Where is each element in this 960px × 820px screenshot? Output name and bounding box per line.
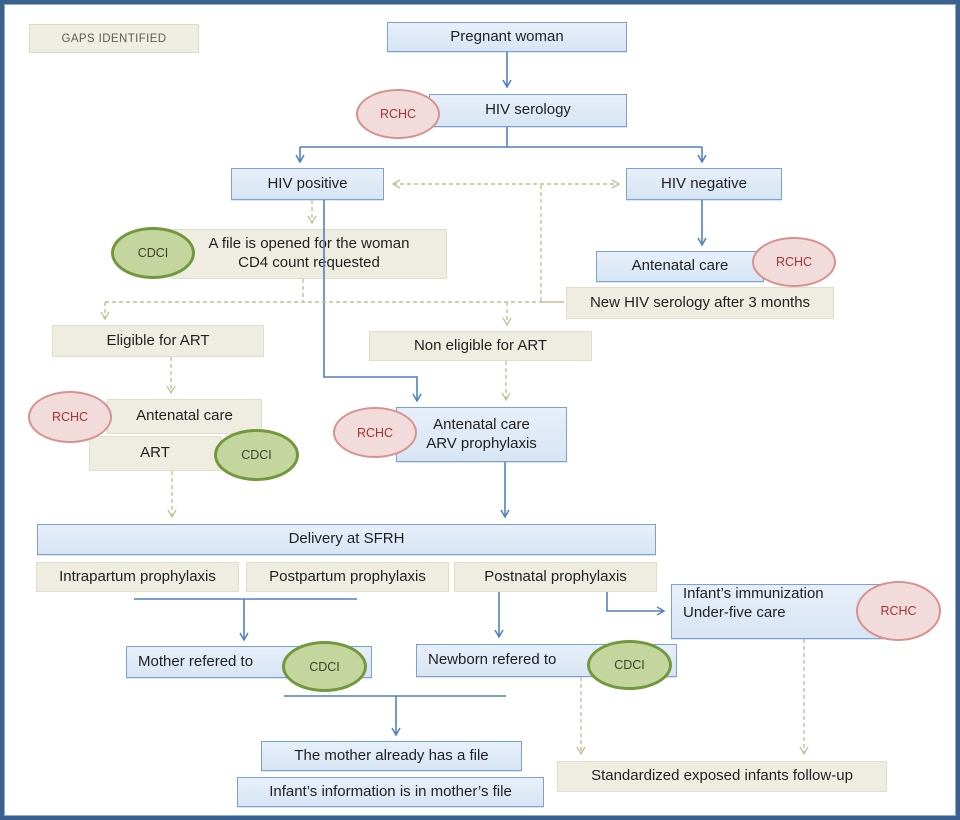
node-standardized-followup: Standardized exposed infants follow-up [557,761,887,792]
node-intrapartum-prophylaxis: Intrapartum prophylaxis [36,562,239,592]
cdci-tag-newborn-refered: CDCI [587,640,672,690]
cdci-tag-file-opened: CDCI [111,227,195,279]
node-antenatal-arv-line1: Antenatal care [433,415,530,433]
node-infant-immunization-line2: Under-five care [683,603,786,621]
node-new-hiv-serology: New HIV serology after 3 months [566,287,834,319]
node-antenatal-care-negative: Antenatal care [596,251,764,282]
rchc-tag-arv-prophylaxis: RCHC [333,407,417,458]
cdci-tag-mother-refered: CDCI [282,641,367,692]
node-eligible-art: Eligible for ART [52,325,264,357]
node-hiv-serology: HIV serology [429,94,627,127]
rchc-tag-antenatal-art: RCHC [28,391,112,443]
rchc-tag-infant-immunization: RCHC [856,581,941,641]
node-antenatal-care-art: Antenatal care [107,399,262,434]
node-hiv-positive: HIV positive [231,168,384,200]
node-file-opened-line2: CD4 count requested [238,254,380,271]
node-mother-has-file: The mother already has a file [261,741,522,771]
node-delivery-sfrh: Delivery at SFRH [37,524,656,555]
node-hiv-negative: HIV negative [626,168,782,200]
node-postnatal-prophylaxis: Postnatal prophylaxis [454,562,657,592]
node-postpartum-prophylaxis: Postpartum prophylaxis [246,562,449,592]
rchc-tag-hiv-serology: RCHC [356,89,440,139]
node-antenatal-arv: Antenatal care ARV prophylaxis [396,407,567,462]
cdci-tag-art: CDCI [214,429,299,481]
node-pregnant-woman: Pregnant woman [387,22,627,52]
node-non-eligible-art: Non eligible for ART [369,331,592,361]
node-infant-info-in-mothers-file: Infant’s information is in mother’s file [237,777,544,807]
node-antenatal-arv-line2: ARV prophylaxis [426,434,537,452]
gaps-identified-label: GAPS IDENTIFIED [29,24,199,53]
rchc-tag-antenatal-negative: RCHC [752,237,836,287]
node-infant-immunization-line1: Infant’s immunization [683,585,824,602]
node-art: ART [89,436,221,471]
node-infant-immunization: Infant’s immunization Under-five care [671,584,884,639]
node-file-opened: A file is opened for the woman CD4 count… [171,229,447,279]
node-file-opened-line1: A file is opened for the woman [208,235,410,253]
